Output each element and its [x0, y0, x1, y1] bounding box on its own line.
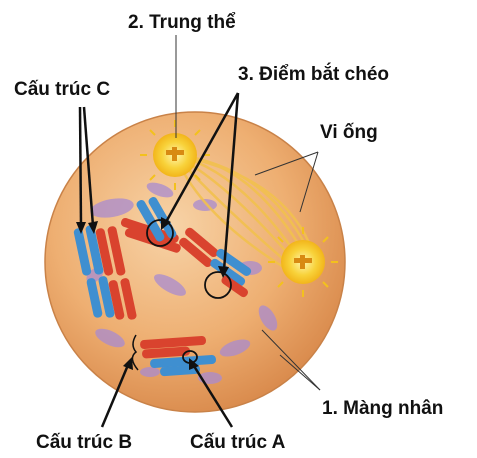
label-trung-the: 2. Trung thể [128, 12, 236, 33]
label-mang-nhan: 1. Màng nhân [322, 398, 443, 419]
label-cau-truc-a: Cấu trúc A [190, 432, 286, 453]
label-vi-ong: Vi ống [320, 122, 378, 143]
label-cau-truc-b: Cấu trúc B [36, 432, 132, 453]
label-diem-bat-cheo: 3. Điểm bắt chéo [238, 63, 389, 85]
label-cau-truc-c: Cấu trúc C [14, 79, 110, 100]
